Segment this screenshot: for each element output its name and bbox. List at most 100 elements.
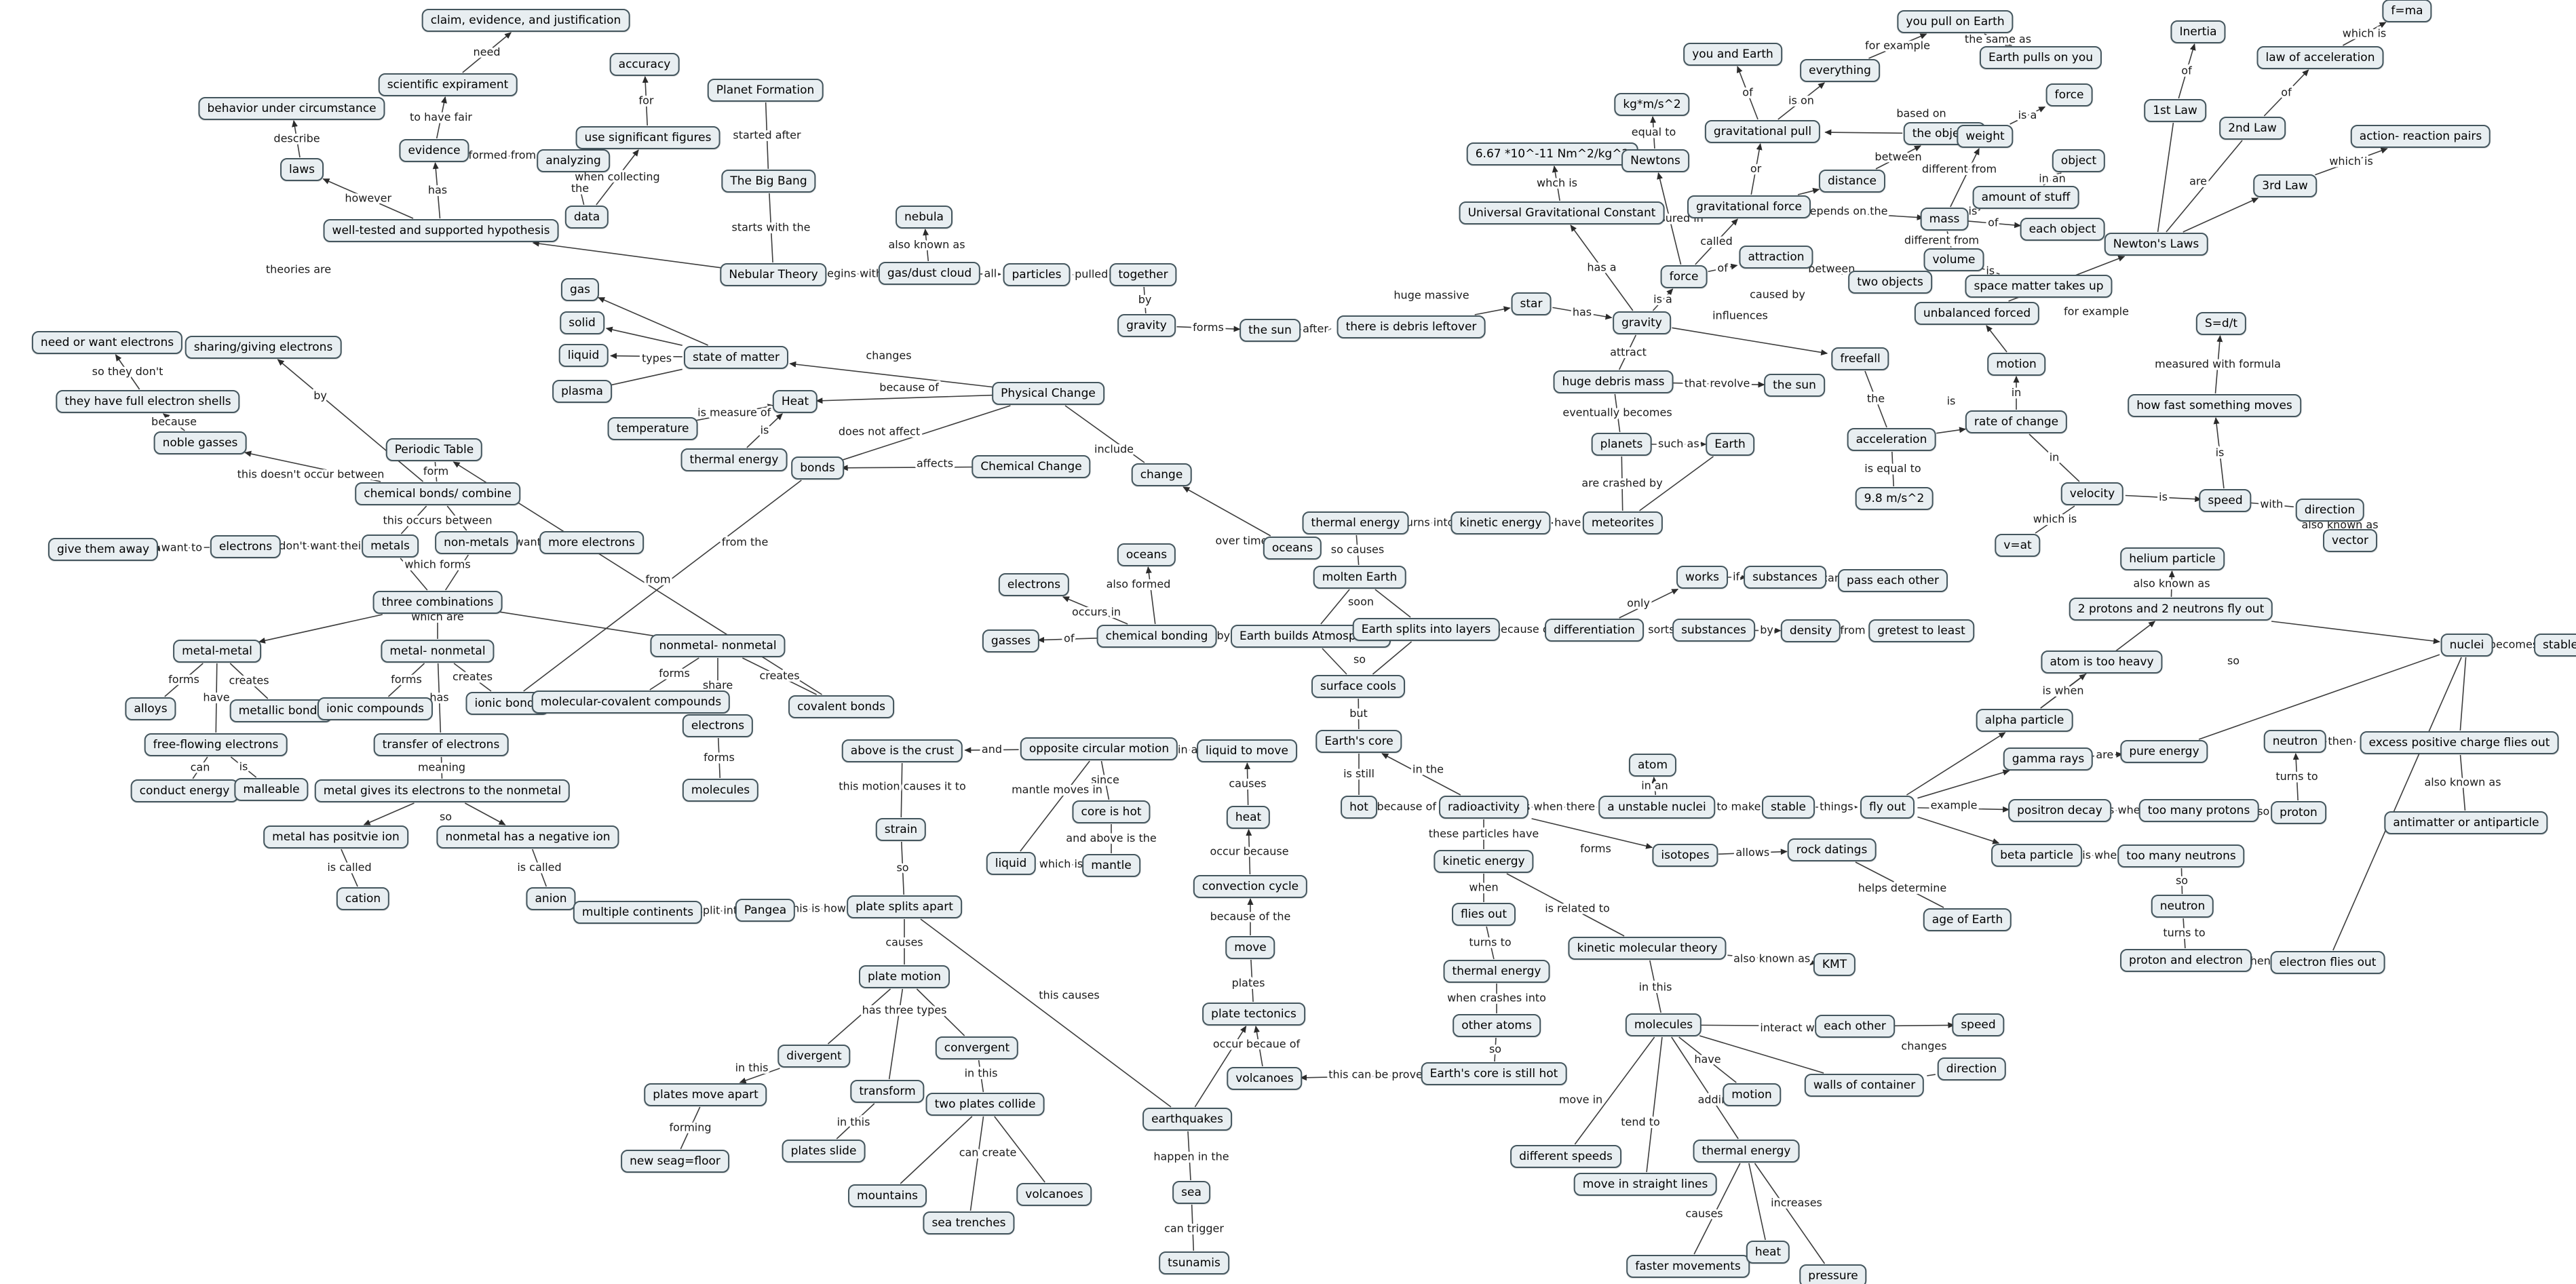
- node-motion[interactable]: motion: [1987, 353, 2045, 376]
- node-thermal1[interactable]: thermal energy: [1302, 511, 1409, 534]
- node-analyzing[interactable]: analyzing: [537, 149, 610, 172]
- node-gravity[interactable]: gravity: [1613, 311, 1671, 334]
- node-you_earth[interactable]: you and Earth: [1683, 43, 1782, 66]
- node-attraction[interactable]: attraction: [1739, 246, 1813, 269]
- node-give_away[interactable]: give them away: [47, 538, 159, 561]
- node-metal_nonmetal[interactable]: metal- nonmetal: [381, 640, 495, 663]
- node-each_other[interactable]: each other: [1815, 1015, 1895, 1038]
- node-plates_slide[interactable]: plates slide: [782, 1140, 866, 1163]
- node-motion2[interactable]: motion: [1723, 1083, 1781, 1106]
- node-kgms2[interactable]: kg*m/s^2: [1614, 93, 1690, 116]
- node-nebular[interactable]: Nebular Theory: [720, 263, 827, 286]
- node-three_comb[interactable]: three combinations: [372, 591, 503, 614]
- node-direction2[interactable]: direction: [1937, 1057, 2006, 1081]
- node-sig_figs[interactable]: use significant figures: [575, 126, 720, 149]
- node-object[interactable]: object: [2052, 149, 2106, 172]
- node-direction_n[interactable]: direction: [2295, 499, 2364, 522]
- node-too_neutrons[interactable]: too many neutrons: [2117, 844, 2245, 868]
- node-molecules2[interactable]: molecules: [1625, 1013, 1702, 1036]
- node-alpha[interactable]: alpha particle: [1976, 709, 2073, 732]
- node-straight_lines[interactable]: move in straight lines: [1573, 1173, 1717, 1196]
- node-neutron2[interactable]: neutron: [2151, 895, 2214, 918]
- node-mass[interactable]: mass: [1920, 208, 1969, 231]
- node-evidence[interactable]: evidence: [399, 139, 469, 162]
- node-change[interactable]: change: [1131, 463, 1192, 486]
- node-thermal2[interactable]: thermal energy: [680, 448, 788, 471]
- node-liquid_move[interactable]: liquid to move: [1197, 739, 1297, 762]
- node-volcanoes2[interactable]: volcanoes: [1016, 1183, 1092, 1206]
- node-metal_gives[interactable]: metal gives its electrons to the nonmeta…: [314, 779, 571, 802]
- node-unstable[interactable]: a unstable nuclei: [1598, 796, 1715, 819]
- node-hot[interactable]: hot: [1341, 796, 1377, 819]
- node-accuracy[interactable]: accuracy: [609, 53, 680, 76]
- node-molecules[interactable]: molecules: [682, 779, 759, 802]
- node-substances1[interactable]: substances: [1744, 566, 1826, 589]
- node-positron[interactable]: positron decay: [2008, 799, 2111, 822]
- node-above_crust[interactable]: above is the crust: [841, 739, 963, 762]
- node-convergent[interactable]: convergent: [935, 1036, 1019, 1059]
- node-divergent[interactable]: divergent: [777, 1045, 851, 1068]
- node-l3[interactable]: 3rd Law: [2253, 174, 2317, 197]
- node-gamma[interactable]: gamma rays: [2003, 747, 2094, 771]
- node-heat2[interactable]: heat: [1226, 806, 1271, 829]
- node-nonmetal_nonmetal[interactable]: nonmetal- nonmetal: [650, 634, 786, 657]
- node-together[interactable]: together: [1109, 263, 1177, 286]
- node-grav_pull[interactable]: gravitational pull: [1704, 120, 1821, 143]
- node-physical_change[interactable]: Physical Change: [992, 382, 1104, 405]
- node-metal_metal[interactable]: metal-metal: [173, 640, 261, 663]
- node-atom[interactable]: atom: [1628, 754, 1677, 777]
- node-l2[interactable]: 2nd Law: [2219, 117, 2286, 140]
- node-particles[interactable]: particles: [1003, 263, 1071, 286]
- node-volcanoes3[interactable]: volcanoes: [1227, 1067, 1303, 1090]
- node-pangea[interactable]: Pangea: [735, 899, 796, 922]
- node-liquid2[interactable]: liquid: [986, 852, 1036, 875]
- node-too_protons[interactable]: too many protons: [2138, 799, 2259, 822]
- node-you_pull[interactable]: you pull on Earth: [1897, 10, 2014, 33]
- node-mountains[interactable]: mountains: [848, 1184, 927, 1207]
- node-newtons_laws[interactable]: Newton's Laws: [2104, 233, 2208, 256]
- node-unbalanced[interactable]: unbalanced forced: [1914, 302, 2040, 325]
- node-nuclei[interactable]: nuclei: [2440, 634, 2493, 657]
- node-anion[interactable]: anion: [526, 887, 576, 910]
- node-how_fast[interactable]: how fast something moves: [2128, 394, 2301, 417]
- node-periodic[interactable]: Periodic Table: [385, 438, 483, 461]
- node-pressure[interactable]: pressure: [1799, 1264, 1867, 1284]
- node-vector[interactable]: vector: [2323, 529, 2377, 552]
- node-cation[interactable]: cation: [336, 887, 390, 910]
- node-pass_each[interactable]: pass each other: [1837, 569, 1948, 592]
- node-law_accel[interactable]: law of acceleration: [2256, 46, 2384, 69]
- node-heat1[interactable]: Heat: [772, 390, 818, 413]
- node-fly_out[interactable]: fly out: [1860, 796, 1915, 819]
- node-more_electrons[interactable]: more electrons: [539, 531, 644, 554]
- node-proton_electron[interactable]: proton and electron: [2120, 949, 2252, 972]
- node-stable2[interactable]: stable: [2534, 634, 2576, 657]
- node-earth_splits[interactable]: Earth splits into layers: [1352, 618, 1500, 641]
- node-transfer[interactable]: transfer of electrons: [373, 733, 509, 756]
- node-strain[interactable]: strain: [875, 818, 927, 841]
- node-other_atoms[interactable]: other atoms: [1453, 1014, 1541, 1037]
- node-action_reaction[interactable]: action- reaction pairs: [2350, 125, 2491, 148]
- node-core_hot[interactable]: core is hot: [1072, 800, 1151, 823]
- node-constant_val[interactable]: 6.67 *10^-11 Nm^2/kg^2: [1466, 142, 1638, 166]
- node-age_earth[interactable]: age of Earth: [1923, 908, 2012, 931]
- node-planet_formation[interactable]: Planet Formation: [707, 79, 824, 102]
- node-force2[interactable]: force: [2045, 83, 2093, 106]
- node-sea_trenches[interactable]: sea trenches: [923, 1211, 1015, 1234]
- node-chem_bonds[interactable]: chemical bonds/ combine: [355, 482, 520, 505]
- node-conduct[interactable]: conduct energy: [130, 779, 239, 802]
- node-excess[interactable]: excess positive charge flies out: [2360, 731, 2559, 754]
- node-gas_dust[interactable]: gas/dust cloud: [878, 262, 981, 285]
- node-weight[interactable]: weight: [1957, 125, 2014, 148]
- node-l1[interactable]: 1st Law: [2144, 99, 2206, 122]
- node-speed2[interactable]: speed: [1952, 1013, 2005, 1036]
- node-walls_container[interactable]: walls of container: [1804, 1074, 1925, 1097]
- node-earth[interactable]: Earth: [1706, 433, 1754, 456]
- node-rock_datings[interactable]: rock datings: [1787, 838, 1877, 861]
- node-kinetic1[interactable]: kinetic energy: [1450, 511, 1551, 534]
- node-full_shells[interactable]: they have full electron shells: [56, 390, 240, 413]
- node-antimatter[interactable]: antimatter or antiparticle: [2384, 811, 2548, 834]
- node-thermal4[interactable]: thermal energy: [1693, 1140, 1800, 1163]
- node-mantle[interactable]: mantle: [1082, 854, 1140, 877]
- node-gravity2[interactable]: gravity: [1117, 314, 1176, 337]
- node-two_plates[interactable]: two plates collide: [925, 1093, 1045, 1116]
